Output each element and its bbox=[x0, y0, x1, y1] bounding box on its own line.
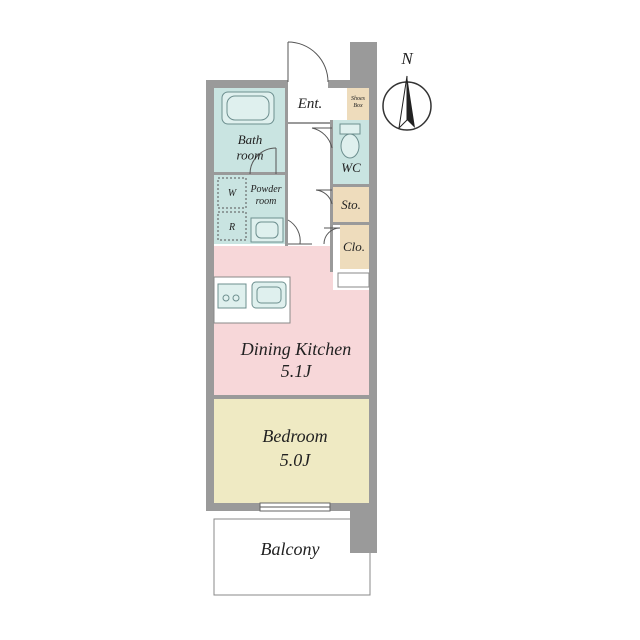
wall-right bbox=[369, 80, 377, 511]
storage-area bbox=[333, 187, 369, 222]
washer-label: W bbox=[228, 188, 238, 199]
wall-bath-right bbox=[285, 88, 288, 246]
fridge-label: R bbox=[228, 222, 235, 233]
entrance-door bbox=[287, 41, 329, 83]
storage-door bbox=[315, 189, 333, 205]
storage-label: Sto. bbox=[341, 197, 361, 212]
wall-storage-bottom bbox=[333, 222, 369, 225]
bedroom-label: Bedroom bbox=[262, 426, 327, 446]
entrance-label: Ent. bbox=[297, 96, 323, 112]
balcony-area bbox=[213, 518, 371, 596]
wall-top-right bbox=[328, 80, 350, 88]
wall-bedroom-divider bbox=[214, 395, 369, 399]
wc-door bbox=[311, 127, 333, 149]
balcony-label: Balcony bbox=[261, 539, 320, 559]
closet-label: Clo. bbox=[343, 239, 365, 254]
bath-door bbox=[249, 147, 277, 175]
bedroom-size: 5.0J bbox=[280, 450, 312, 470]
bathtub-fixture bbox=[221, 91, 275, 125]
north-compass: N bbox=[382, 49, 432, 131]
entrance-area bbox=[287, 88, 332, 124]
wc-label: WC bbox=[341, 160, 361, 175]
shoes-box-area bbox=[347, 88, 369, 120]
washer-space bbox=[217, 177, 247, 209]
bedroom-window bbox=[259, 502, 331, 512]
toilet-fixture bbox=[339, 123, 361, 159]
kitchen-counter bbox=[213, 276, 291, 324]
wall-wc-left bbox=[330, 120, 333, 272]
dining-kitchen-size: 5.1J bbox=[281, 361, 313, 381]
wall-bottom-right bbox=[330, 503, 377, 511]
wall-wc-bottom bbox=[333, 184, 369, 187]
north-letter: N bbox=[400, 49, 414, 68]
bedroom-area bbox=[214, 399, 369, 503]
closet-door bbox=[323, 227, 370, 288]
wall-balcony-post bbox=[350, 511, 377, 553]
wall-left bbox=[206, 80, 214, 511]
dining-kitchen-label: Dining Kitchen bbox=[240, 339, 352, 359]
powder-sink-fixture bbox=[250, 217, 284, 243]
wall-entrance-step bbox=[288, 122, 333, 124]
wall-bottom-left bbox=[206, 503, 260, 511]
wall-bath-bottom bbox=[214, 172, 285, 175]
powder-door bbox=[287, 219, 312, 245]
fridge-space bbox=[217, 211, 247, 241]
wall-top-left bbox=[206, 80, 288, 88]
closet-area bbox=[340, 225, 369, 269]
